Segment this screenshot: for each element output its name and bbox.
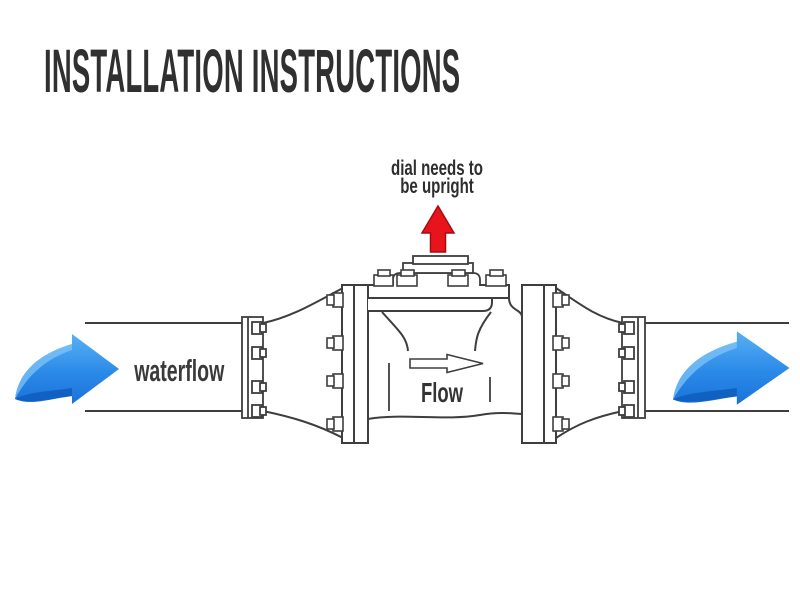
flange-bolts — [251, 321, 267, 418]
pipe-right — [645, 322, 789, 412]
reducer-cone-left — [262, 287, 344, 439]
flange-bolts — [618, 321, 635, 418]
waterflow-arrow-right-icon — [673, 331, 790, 405]
flow-label: Flow — [420, 377, 464, 408]
flange-large-right — [521, 284, 570, 444]
reducer-cone-right — [555, 287, 624, 439]
dial-upright-arrow-icon — [420, 204, 456, 253]
flange-bolts — [326, 292, 344, 432]
meter-top-flange — [367, 284, 523, 318]
funnel-curve-left — [381, 311, 409, 352]
page-title: INSTALLATION INSTRUCTIONS — [44, 37, 461, 105]
dial-note-line2: be upright — [400, 174, 474, 198]
meter-body — [367, 311, 523, 420]
waterflow-arrow-left-icon — [15, 334, 119, 404]
flange-large-left — [326, 284, 369, 444]
body-shoulder-curve — [508, 297, 523, 318]
waterflow-label: waterflow — [134, 353, 225, 388]
funnel-curve-right — [474, 311, 492, 352]
flow-direction-arrow-icon — [409, 353, 484, 374]
dial-note-line1: dial needs to — [390, 156, 483, 180]
flange-small-right — [618, 316, 646, 419]
body-bottom-line — [367, 412, 523, 420]
flange-bolts — [552, 292, 570, 432]
register-bolts — [373, 269, 507, 287]
pipe-left — [85, 322, 242, 412]
flange-small-left — [241, 316, 267, 419]
dial-note: dial needs to be upright — [381, 156, 493, 198]
